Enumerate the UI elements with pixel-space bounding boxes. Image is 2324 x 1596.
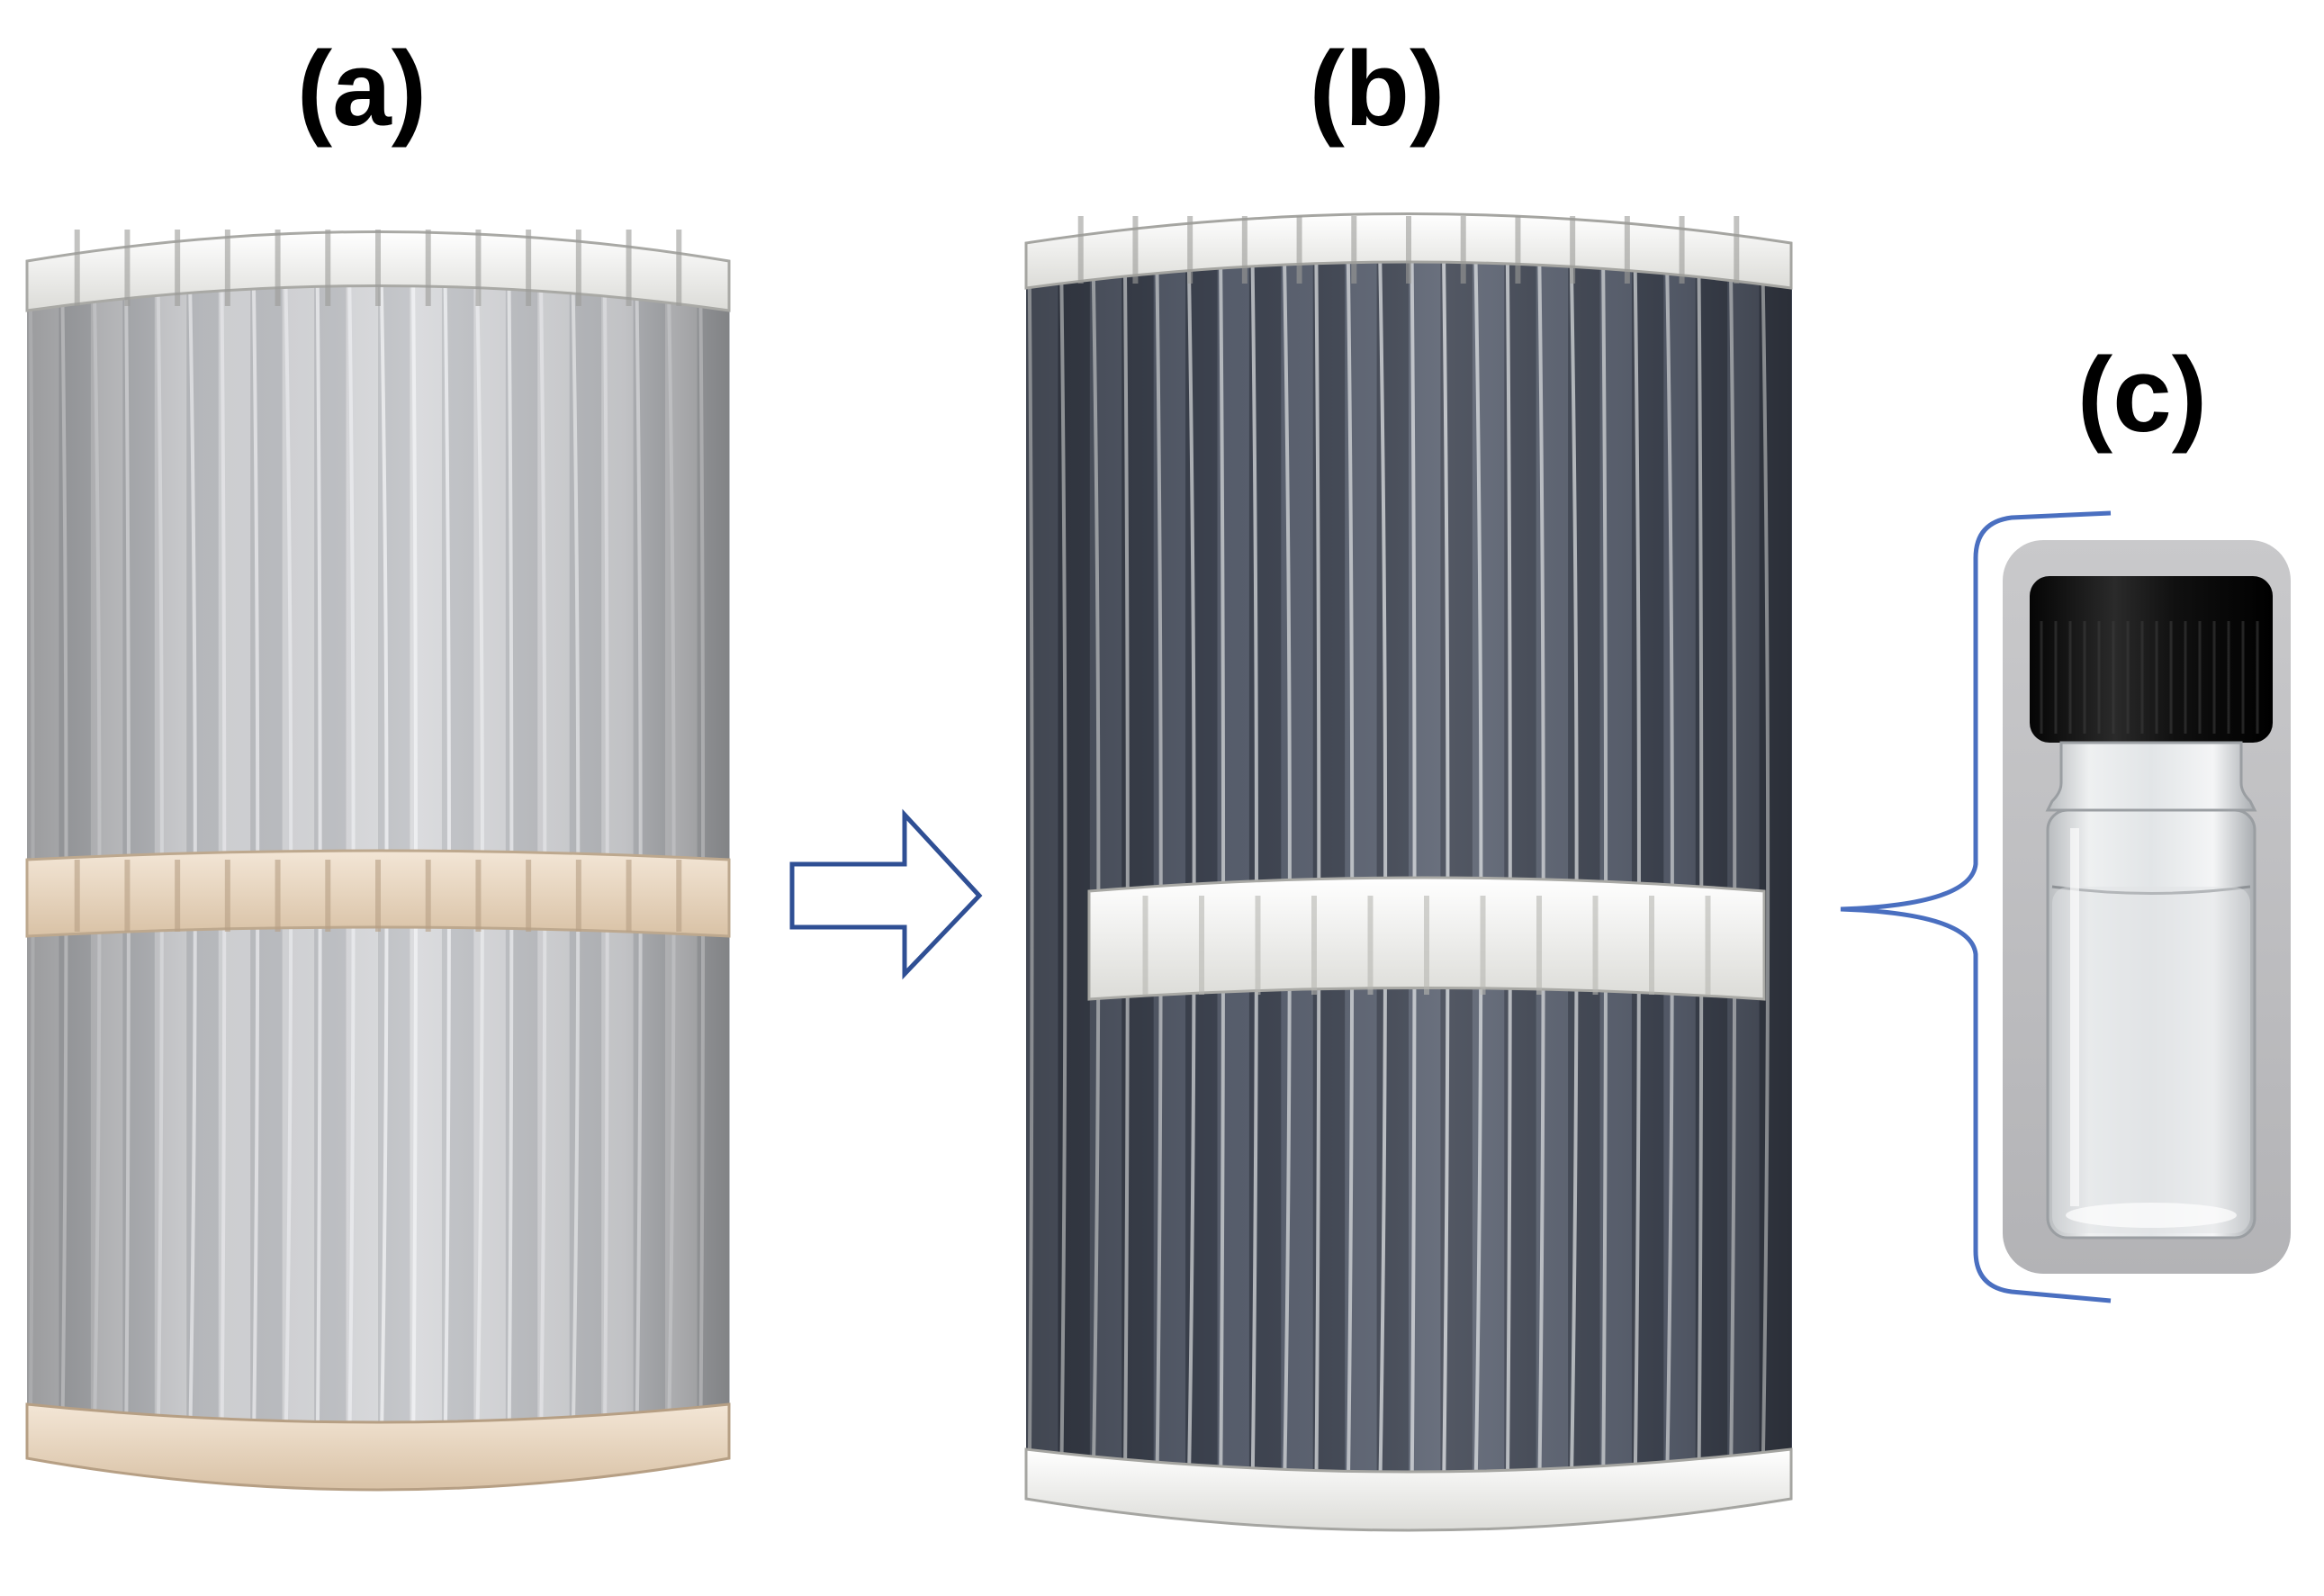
ring-notch	[1649, 896, 1654, 995]
panel-label-b: (b)	[1309, 30, 1446, 149]
ring-notch	[224, 860, 230, 932]
ring-notch	[1624, 216, 1630, 284]
ring-notch	[575, 230, 581, 306]
ring-notch	[425, 860, 431, 932]
vial-photo	[2003, 540, 2291, 1274]
ring-notch	[74, 860, 80, 932]
ring-notch	[475, 860, 482, 932]
ring-notch	[425, 230, 431, 306]
arrow-right-icon	[789, 808, 983, 980]
ring-notch	[1679, 216, 1685, 284]
ring-notch	[1705, 896, 1711, 995]
panel-label-a: (a)	[296, 30, 428, 149]
vial-cap	[2030, 576, 2273, 743]
curly-bracket-icon	[1840, 510, 2112, 1303]
ring-notch	[1515, 216, 1521, 284]
ring-notch	[1460, 216, 1466, 284]
ring-notch	[275, 860, 281, 932]
ring-notch	[1255, 896, 1261, 995]
ring-notch	[1296, 216, 1302, 284]
ring-notch	[1367, 896, 1374, 995]
ring-notch	[1132, 216, 1139, 284]
ring-notch	[375, 230, 381, 306]
filter-cartridge-used	[1024, 212, 1793, 1532]
ring-notch	[1187, 216, 1194, 284]
ring-notch	[1142, 896, 1148, 995]
ring-notch	[1077, 216, 1084, 284]
ring-notch	[526, 230, 532, 306]
ring-notch	[1351, 216, 1357, 284]
ring-notch	[1311, 896, 1317, 995]
ring-notch	[175, 230, 181, 306]
ring-notch	[475, 230, 482, 306]
ring-notch	[175, 860, 181, 932]
ring-notch	[526, 860, 532, 932]
ring-notch	[124, 860, 131, 932]
ring-notch	[325, 230, 331, 306]
ring-notch	[1592, 896, 1599, 995]
ring-notch	[124, 230, 131, 306]
ring-notch	[1570, 216, 1576, 284]
ring-notch	[1199, 896, 1204, 995]
ring-notch	[676, 860, 682, 932]
ring-notch	[74, 230, 80, 306]
ring-notch	[1241, 216, 1248, 284]
ring-notch	[1480, 896, 1486, 995]
ring-notch	[1536, 896, 1542, 995]
ring-notch	[1734, 216, 1740, 284]
ring-notch	[626, 860, 632, 932]
ring-notch	[626, 230, 632, 306]
ring-notch	[676, 230, 682, 306]
ring-notch	[275, 230, 281, 306]
ring-notch	[325, 860, 331, 932]
panel-label-c: (c)	[2076, 336, 2208, 455]
filter-cartridge-clean	[25, 230, 731, 1492]
ring-notch	[375, 860, 381, 932]
ring-notch	[575, 860, 581, 932]
ring-notch	[1424, 896, 1429, 995]
ring-notch	[224, 230, 230, 306]
ring-notch	[1406, 216, 1411, 284]
